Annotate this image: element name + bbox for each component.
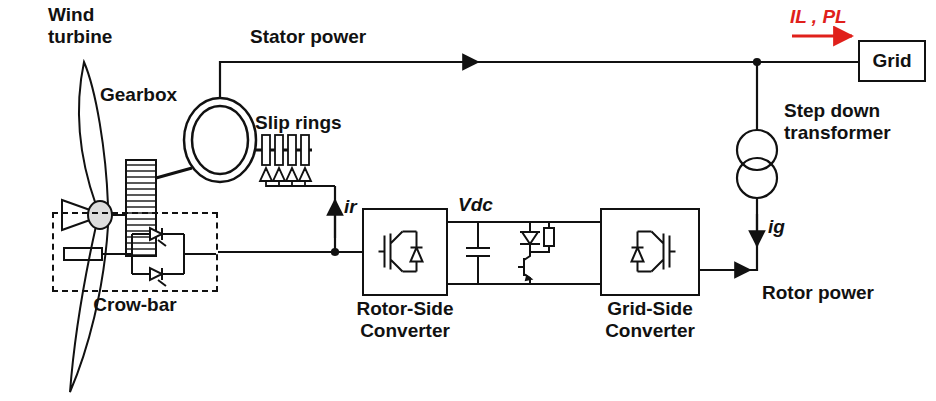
node-label: Rotor-Side Converter: [340, 298, 470, 342]
signal-name: Vdc: [458, 194, 493, 216]
signal-name: ir: [344, 196, 357, 218]
turbine-blades: [62, 62, 126, 392]
node-label: Grid-Side Converter: [585, 298, 715, 342]
connector-wire: [448, 221, 600, 223]
signal-label: Rotor power: [762, 282, 874, 304]
node-label: Grid: [872, 50, 911, 72]
crowbar-circuit: [54, 214, 216, 290]
dc-link: [448, 222, 600, 284]
converter-box: Grid-Side Converter: [600, 208, 700, 296]
igbt-symbol: [364, 210, 445, 293]
converter-box: Rotor-Side Converter: [362, 208, 448, 296]
grid-box: Grid: [858, 40, 926, 82]
part-label: Gearbox: [100, 84, 177, 106]
part-label: Slip rings: [255, 112, 342, 134]
signal-label: IL , PL: [790, 6, 847, 28]
stator-line: [220, 62, 858, 98]
signal-label: Stator power: [250, 26, 366, 48]
part-label: Wind turbine: [48, 4, 143, 48]
part-label: Step down transformer: [784, 100, 906, 144]
connector-wire: [218, 251, 362, 253]
generator: [184, 98, 256, 182]
load-current-arrow: [792, 35, 852, 38]
rotor-wire: [332, 186, 338, 255]
slip-rings: [256, 135, 335, 186]
signal-name: ig: [768, 216, 785, 238]
node-label: Crow-bar: [93, 294, 176, 316]
transformer-wiring: [700, 59, 777, 270]
igbt-symbol: [602, 210, 697, 293]
crowbar-box: Crow-bar: [52, 212, 218, 292]
